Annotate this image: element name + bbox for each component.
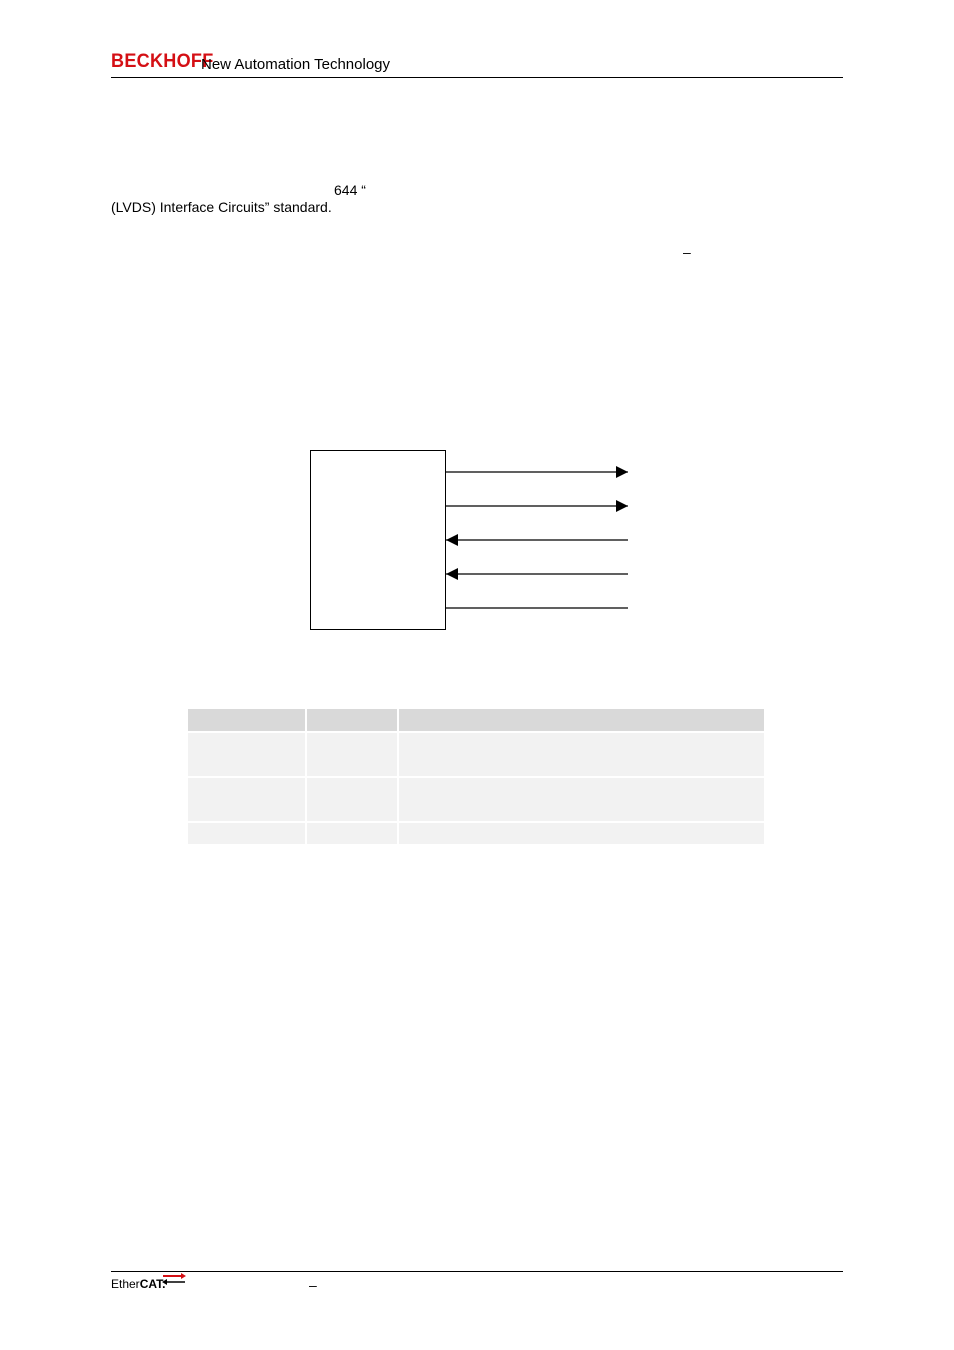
- table-cell: [188, 776, 307, 822]
- beckhoff-logo: BECKHOFF: [111, 51, 214, 72]
- body-text-line2: (LVDS) Interface Circuits” standard.: [111, 199, 332, 215]
- ethercat-logo-ether: Ether: [111, 1277, 140, 1291]
- ethercat-arrows-icon: [162, 1273, 186, 1285]
- table-row: [188, 776, 766, 822]
- body-text-dash: –: [683, 244, 691, 260]
- table-cell: [306, 731, 399, 777]
- device-block: [310, 450, 446, 630]
- ethercat-logo: EtherCAT.: [111, 1273, 191, 1293]
- table-cell: [188, 731, 307, 777]
- table-cell: [398, 776, 766, 822]
- table-header-cell: [306, 709, 399, 732]
- table-cell: [188, 821, 307, 844]
- table-row: [188, 731, 766, 777]
- table-header-cell: [188, 709, 307, 732]
- table-cell: [398, 731, 766, 777]
- ethercat-logo-cat: CAT.: [139, 1277, 166, 1291]
- signal-table: [188, 709, 766, 844]
- interface-diagram: [310, 450, 628, 630]
- signal-lines: [446, 466, 628, 609]
- table-header-cell: [398, 709, 766, 732]
- table-cell: [398, 821, 766, 844]
- table-cell: [306, 776, 399, 822]
- table-row: [188, 821, 766, 844]
- body-text-line1: 644 “: [334, 182, 366, 198]
- footer-dash: –: [309, 1277, 317, 1293]
- footer-rule: [111, 1271, 843, 1272]
- header-tagline: New Automation Technology: [201, 56, 391, 73]
- table-cell: [306, 821, 399, 844]
- header-rule: [111, 77, 843, 78]
